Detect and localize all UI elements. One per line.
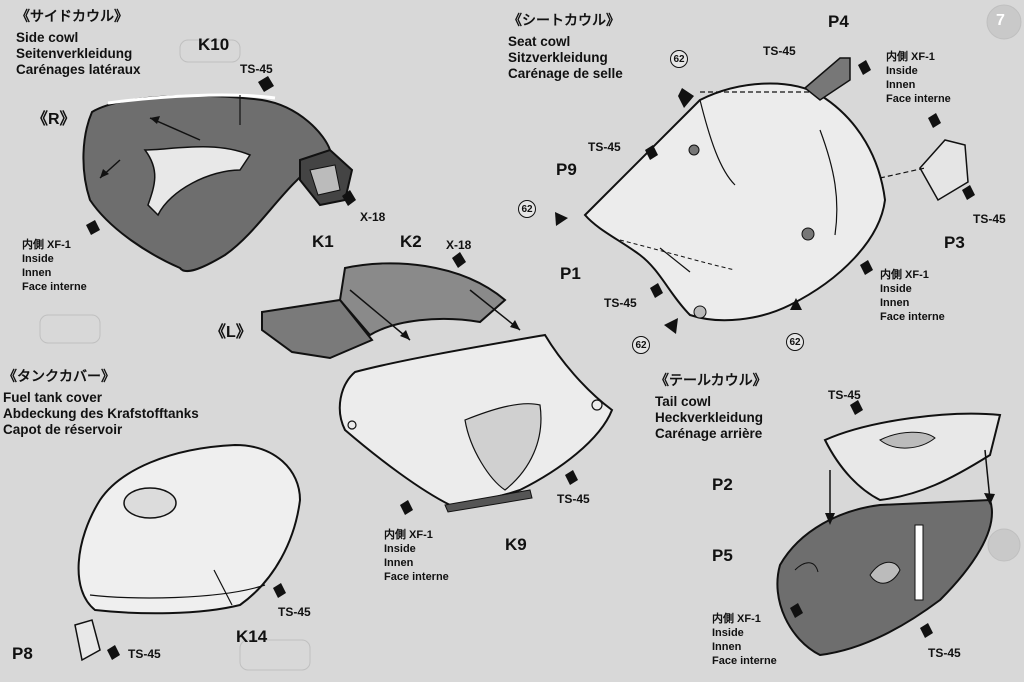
paint-ts45-p5: TS-45 [928,646,961,660]
part-k14: K14 [236,627,268,646]
part-p2: P2 [712,475,733,494]
side-cowl-r-drawing [82,93,354,273]
side-cowl-l-drawing [261,262,614,513]
paint-ts45-p8: TS-45 [128,647,161,661]
part-p4: P4 [828,12,849,31]
side-cowl-title-en: Side cowl [16,30,79,45]
tail-cowl-title-de: Heckverkleidung [655,410,764,425]
paint-ts45-k14: TS-45 [278,605,311,619]
side-cowl-title-de: Seitenverkleidung [16,46,133,61]
paint-x18-k2: X-18 [446,238,472,252]
inside-note-tail: 内側 XF-1 Inside Innen Face interne [712,613,777,667]
side-cowl-title-jp: 《サイドカウル》 [16,8,128,24]
inside-note-p4: 内側 XF-1 Inside Innen Face interne [886,51,951,105]
ref-62-top: 62 [670,50,688,68]
part-k10: K10 [198,35,230,54]
fuel-tank-title-fr: Capot de réservoir [3,422,123,437]
tail-cowl-title-fr: Carénage arrière [655,426,763,441]
step-number: 7 [996,12,1005,29]
part-p1: P1 [560,264,581,283]
seat-cowl-drawing [583,57,969,322]
part-k1: K1 [312,232,334,251]
tail-cowl-title-en: Tail cowl [655,394,712,409]
paint-ts45-p2: TS-45 [828,388,861,402]
paint-ts45-k10: TS-45 [240,62,273,76]
inside-note-side-l: 内側 XF-1 Inside Innen Face interne [384,529,449,583]
part-p5: P5 [712,546,733,565]
side-cowl-title-fr: Carénages latéraux [16,62,141,77]
ref-62-right: 62 [786,333,804,351]
paint-ts45-p1: TS-45 [604,296,637,310]
ref-62-left: 62 [518,200,536,218]
fuel-tank-drawing [74,443,302,662]
paint-ts45-p3: TS-45 [973,212,1006,226]
tail-cowl-title-jp: 《テールカウル》 [655,372,767,388]
paint-ts45-k9: TS-45 [557,492,590,506]
seat-cowl-title-jp: 《シートカウル》 [508,12,620,28]
inside-note-seat: 内側 XF-1 Inside Innen Face interne [880,269,945,323]
part-k2: K2 [400,232,422,251]
seat-cowl-title-en: Seat cowl [508,34,571,49]
fuel-tank-title-en: Fuel tank cover [3,390,103,405]
seat-cowl-title-fr: Carénage de selle [508,66,623,81]
paint-markers [86,60,975,660]
fuel-tank-title-jp: 《タンクカバー》 [3,368,115,384]
paint-x18-k1: X-18 [360,210,386,224]
part-p9: P9 [556,160,577,179]
part-p8: P8 [12,644,33,663]
ref-62-bottom: 62 [632,336,650,354]
paint-ts45-p9: TS-45 [588,140,621,154]
side-l-label: 《L》 [210,324,252,341]
fuel-tank-title-de: Abdeckung des Krafstofftanks [3,406,199,421]
paint-ts45-p4: TS-45 [763,44,796,58]
part-k9: K9 [505,535,527,554]
tail-cowl-drawing [776,412,1002,657]
side-r-label: 《R》 [32,111,76,128]
part-p3: P3 [944,233,965,252]
inside-note-side-r: 内側 XF-1 Inside Innen Face interne [22,239,87,293]
seat-cowl-title-de: Sitzverkleidung [508,50,608,65]
